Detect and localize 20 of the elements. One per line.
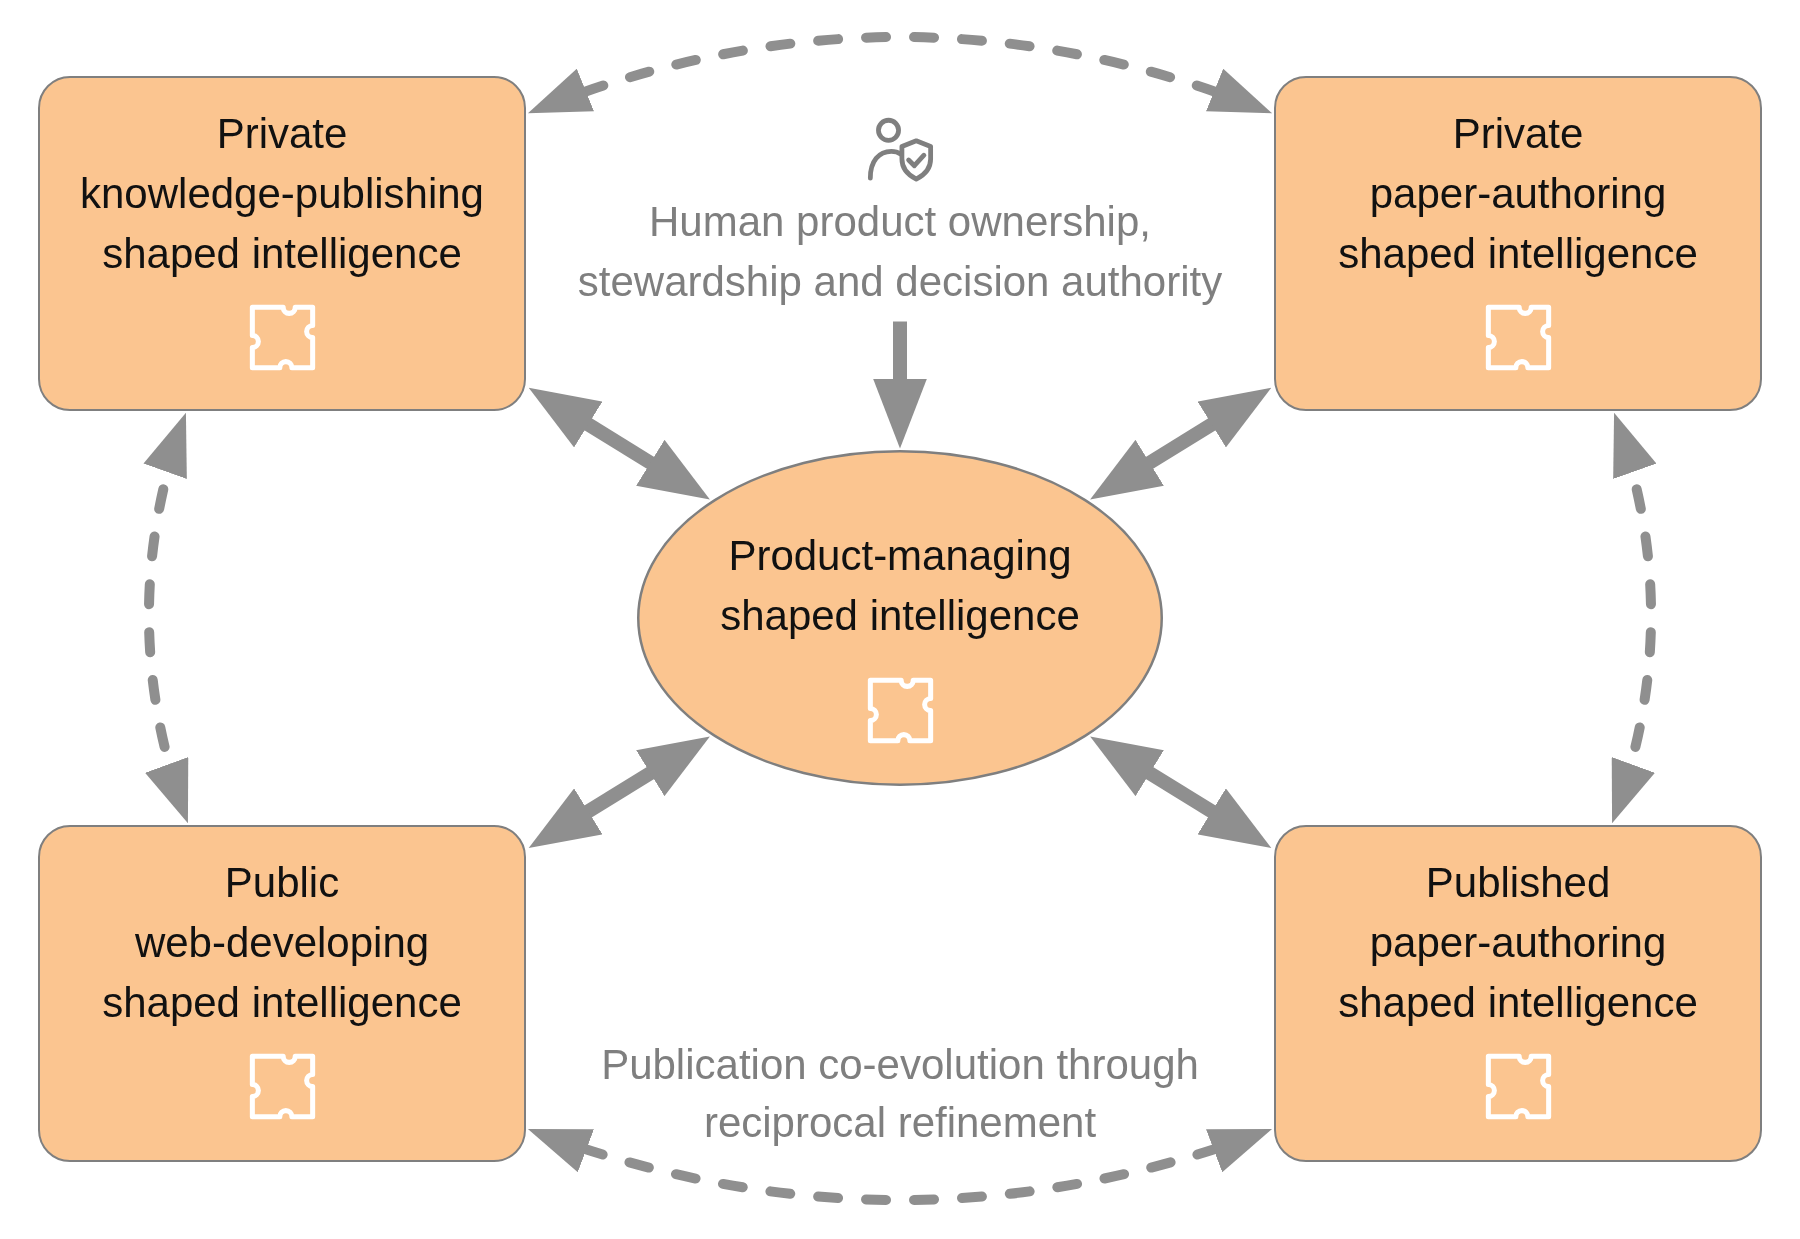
rounded-box (1274, 825, 1762, 1162)
double-arrow (528, 734, 710, 850)
node-title: Private paper-authoring shaped intelligence (1337, 109, 1699, 279)
double-arrow (528, 385, 710, 502)
node-title: Published paper-authoring shaped intelligence (1337, 858, 1699, 1028)
rounded-box (38, 76, 526, 411)
edge-label: Publication co-evolution through reciprocal refinement (600, 1040, 1200, 1148)
rounded-box (38, 825, 526, 1162)
arrow (873, 321, 927, 449)
node-title: Product-managing shaped intelligence (719, 531, 1081, 641)
dashed-double-arrow (527, 1126, 1273, 1205)
double-arrow (1090, 734, 1272, 850)
dashed-double-arrow (143, 412, 191, 824)
node-title: Public web-developing shaped intelligence (101, 858, 463, 1028)
double-arrow (1090, 385, 1272, 502)
rounded-box (1274, 76, 1762, 411)
annotation-text: Human product ownership, stewardship and decision authority (576, 197, 1224, 307)
node-title: Private knowledge-publishing shaped intelligence (79, 109, 485, 279)
dashed-double-arrow (527, 32, 1273, 116)
dashed-double-arrow (1609, 412, 1657, 824)
